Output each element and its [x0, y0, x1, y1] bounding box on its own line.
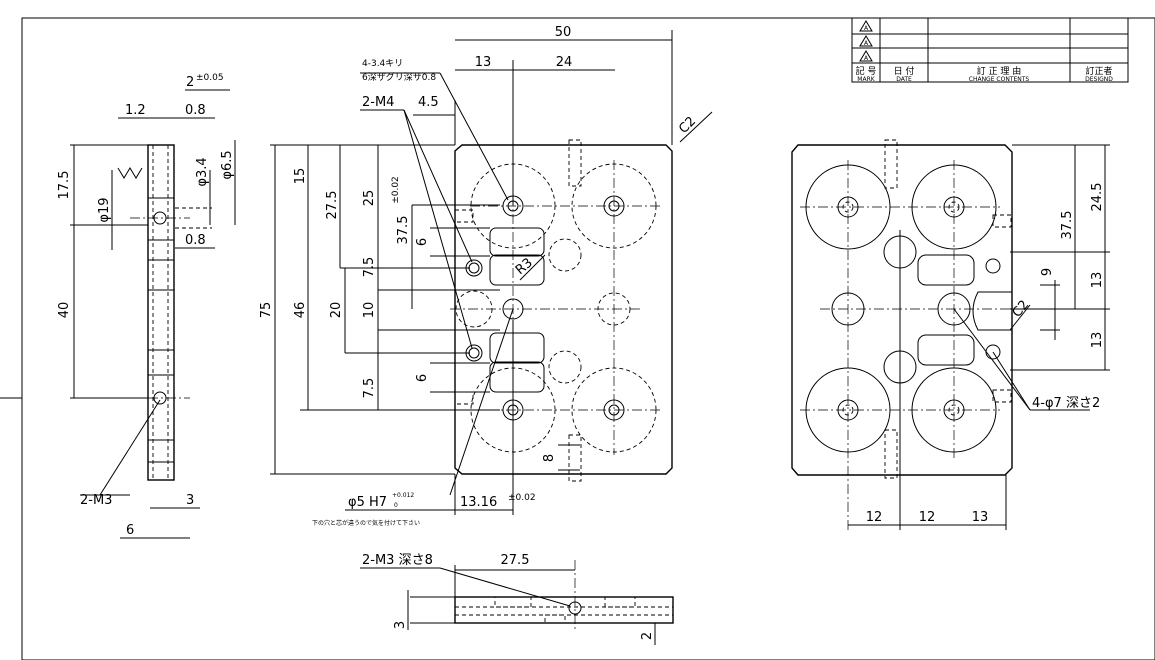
- note-holes-1: 4-3.4キリ: [362, 59, 403, 69]
- dim-13: 13: [475, 55, 492, 70]
- rev-mark: A: [864, 40, 869, 47]
- chamfer-c2: C2: [676, 114, 699, 137]
- top-view: 50 13 24 C2 4-3.4キリ 6深ザグリ深サ0.8 2-M4 4.5 …: [259, 25, 713, 527]
- dim-dia3-4: φ3.4: [195, 157, 210, 186]
- radius-r3: R3: [513, 255, 536, 278]
- dim-25: 25: [362, 190, 377, 207]
- header-date: 日 付: [894, 66, 915, 77]
- rev-mark: A: [864, 25, 869, 32]
- dim-12-left: 12: [866, 510, 883, 525]
- tol-13-16: ±0.02: [508, 493, 536, 503]
- revision-triangle-icon: [859, 50, 873, 62]
- dim-20: 20: [329, 302, 344, 319]
- dim-17-5: 17.5: [57, 171, 72, 200]
- right-threaded-hole: [985, 258, 1001, 274]
- dim-13-16: 13.16: [460, 495, 497, 510]
- dim-7-5-lower: 7.5: [362, 378, 377, 399]
- dim-46: 46: [293, 302, 308, 319]
- dim-15: 15: [293, 168, 308, 185]
- dim-2-bottom: 2: [640, 632, 655, 640]
- dim-4-5: 4.5: [418, 95, 439, 110]
- header-mark: 記 号: [856, 65, 877, 77]
- sheet-border: [21, 17, 1155, 660]
- tol-2: ±0.05: [196, 73, 224, 83]
- note-2-m3-depth: 2-M3 深さ8: [362, 553, 433, 568]
- dim-12-mid: 12: [919, 510, 936, 525]
- header-reason: 訂 正 理 由: [977, 65, 1022, 77]
- chamfer-c2-right: C2: [1010, 298, 1033, 321]
- dim-37-5-right: 37.5: [1060, 211, 1075, 240]
- revision-triangle-icon: [859, 20, 873, 32]
- header-by-en: DESIGND: [1085, 76, 1113, 83]
- dim-dia19: φ19: [97, 197, 112, 222]
- dim-13-upper: 13: [1090, 272, 1105, 289]
- header-by: 訂正者: [1085, 65, 1112, 77]
- note-4-holes: 4-φ7 深さ2: [1032, 396, 1100, 411]
- revision-triangle-icon: [859, 35, 873, 47]
- dim-13-right: 13: [972, 510, 989, 525]
- tol-37-5: ±0.02: [391, 176, 401, 204]
- header-date-en: DATE: [896, 76, 912, 83]
- dim-10: 10: [362, 302, 377, 319]
- note-2-m4: 2-M4: [362, 95, 394, 110]
- header-mark-en: MARK: [857, 76, 875, 83]
- dim-dia6-5: φ6.5: [220, 150, 235, 179]
- pin-note-jp: 下の穴と芯が違うので気を付けて下さい: [312, 519, 420, 527]
- dim-7-5-upper: 7.5: [362, 257, 377, 278]
- dim-3-bottom: 3: [393, 621, 408, 629]
- header-reason-en: CHANGE CONTENTS: [969, 76, 1030, 83]
- dim-13-lower: 13: [1090, 332, 1105, 349]
- dim-24: 24: [556, 55, 573, 70]
- rev-mark: A: [864, 55, 869, 62]
- title-block: A A A 記 号 MARK 日 付 DATE 訂 正 理 由 CHANGE C…: [851, 17, 1129, 83]
- dim-6: 6: [126, 523, 134, 538]
- dim-8: 8: [542, 454, 557, 462]
- dim-0-8: 0.8: [185, 103, 206, 118]
- dim-3: 3: [186, 493, 194, 508]
- note-2-m3: 2-M3: [80, 493, 112, 508]
- dim-24-5: 24.5: [1090, 183, 1105, 212]
- dim-37-5: 37.5: [396, 216, 411, 245]
- dim-0-8-lower: 0.8: [185, 233, 206, 248]
- slot: [489, 332, 545, 364]
- slot: [489, 254, 545, 286]
- dim-27-5-bottom: 27.5: [501, 553, 530, 568]
- slot: [489, 227, 545, 257]
- dim-6-lower: 6: [415, 374, 430, 382]
- dim-2: 2: [186, 75, 194, 90]
- dim-6-upper: 6: [415, 238, 430, 246]
- bottom-view: 2-M3 深さ8 27.5 3 2: [360, 553, 674, 645]
- pin-note: φ5 H7: [348, 495, 387, 510]
- slot: [489, 361, 545, 393]
- dim-27-5: 27.5: [325, 191, 340, 220]
- dim-50: 50: [555, 25, 572, 40]
- dim-75: 75: [259, 302, 274, 319]
- note-holes-2: 6深ザグリ深サ0.8: [362, 71, 436, 83]
- right-view: 24.5 37.5 13 13 9 C2 4-φ7 深さ2 12 12 13: [791, 139, 1110, 530]
- dim-1-2: 1.2: [125, 103, 146, 118]
- pin-tol-up: +0.012: [392, 492, 414, 499]
- side-view: 2 ±0.05 1.2 0.8 17.5 φ19 φ3.4 φ6.5 0.8 4…: [0, 73, 236, 539]
- dim-9: 9: [1040, 268, 1055, 276]
- surface-finish-icon: [117, 167, 143, 179]
- pin-tol-dn: 0: [394, 502, 398, 509]
- dim-40: 40: [57, 302, 72, 319]
